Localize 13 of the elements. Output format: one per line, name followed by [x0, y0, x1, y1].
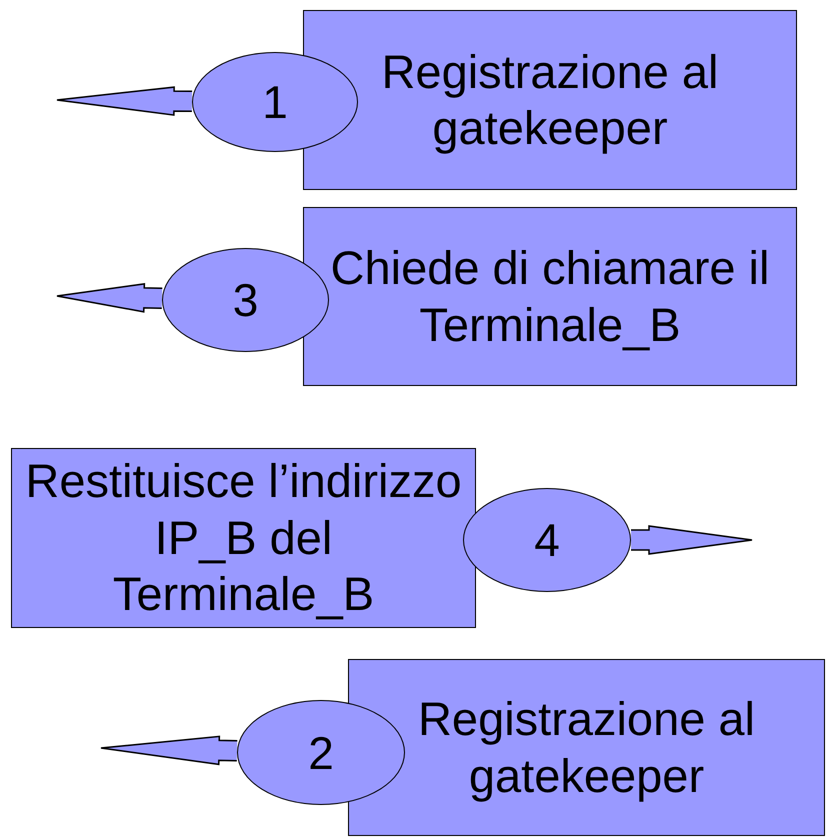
- arrow: [630, 525, 753, 555]
- step-number: 3: [232, 277, 258, 323]
- arrow: [56, 86, 193, 116]
- step-text: Chiede di chiamare il Terminale_B: [330, 240, 770, 352]
- step-number: 2: [308, 730, 334, 776]
- step-text: Registrazione al gatekeeper: [416, 691, 756, 804]
- step-text: Restituisce l’indirizzo IP_B del Terminale_B: [24, 453, 463, 622]
- step-box: [303, 207, 797, 386]
- step-box: [348, 659, 825, 836]
- step-number: 4: [534, 517, 560, 563]
- step-text: Registrazione al gatekeeper: [380, 44, 720, 156]
- step-number: 1: [262, 79, 288, 125]
- step-box: [303, 10, 797, 190]
